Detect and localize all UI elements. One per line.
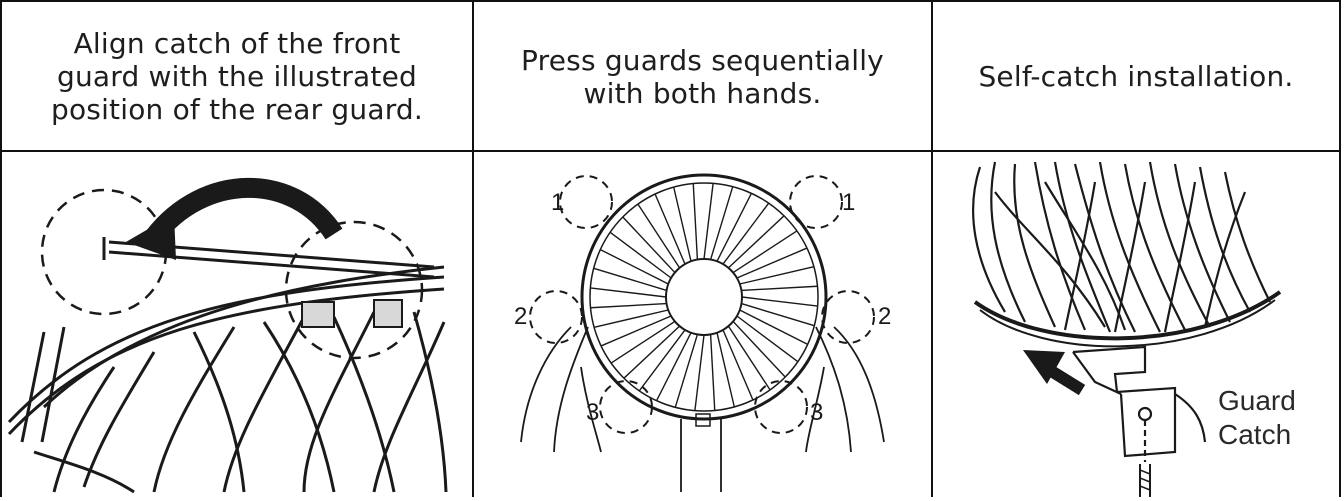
step-number-3-left: 3	[586, 399, 599, 426]
guard-spoke	[593, 267, 667, 292]
guard-spoke	[694, 334, 705, 411]
header-cell-self-catch: Self-catch installation.	[978, 60, 1294, 93]
header-cell-align-catch: Align catch of the front guard with the …	[50, 27, 423, 126]
step-number-2-right: 2	[878, 303, 891, 330]
column-divider-1	[472, 0, 474, 497]
guard-spoke	[674, 334, 699, 408]
guard-press-drawing: 1 1 2 2 3 3	[514, 173, 891, 492]
guard-catch-label-line1: Guard	[1218, 385, 1296, 416]
guard-spoke	[622, 216, 676, 274]
guard-spoke	[600, 315, 672, 347]
guard-spoke	[722, 202, 770, 265]
header-divider	[0, 150, 1341, 152]
guard-spoke	[637, 203, 681, 269]
guard-spoke	[638, 329, 686, 392]
guard-spoke	[736, 247, 808, 279]
guard-spoke	[716, 332, 735, 408]
guard-spoke	[727, 325, 771, 391]
step-number-3-right: 3	[810, 399, 823, 426]
guard-spoke	[741, 296, 818, 307]
guard-catch-drawing: Guard Catch	[972, 161, 1296, 497]
guard-spoke	[655, 332, 692, 401]
guard-spoke	[673, 186, 692, 262]
guard-spoke	[732, 230, 798, 274]
guard-spoke	[590, 302, 667, 309]
guard-spoke	[623, 325, 681, 379]
guard-spoke	[739, 309, 808, 346]
step-number-1-left: 1	[551, 189, 564, 216]
guard-spoke	[739, 266, 815, 285]
guard-spoke	[654, 193, 686, 265]
guard-spoke	[593, 309, 669, 328]
guard-spoke	[609, 231, 672, 279]
table-border-right	[1339, 0, 1341, 497]
guard-spoke	[709, 334, 716, 411]
guard-spoke	[732, 320, 786, 378]
guard-spoke	[741, 302, 815, 327]
illustration-press-guards: 1 1 2 2 3 3	[476, 152, 929, 497]
illustration-front-guard-alignment	[4, 152, 470, 497]
header-cell-press-guards: Press guards sequentially with both hand…	[521, 43, 884, 110]
guard-spoke	[716, 193, 753, 262]
table-border-left	[0, 0, 2, 497]
guard-spoke	[741, 285, 818, 292]
guard-spoke	[709, 186, 734, 260]
guard-spoke	[590, 287, 667, 298]
guard-alignment-drawing	[7, 177, 448, 494]
step-number-1-right: 1	[842, 189, 855, 216]
guard-spoke	[736, 315, 799, 363]
step-number-2-left: 2	[514, 303, 527, 330]
guard-spoke	[703, 183, 714, 260]
guard-spoke	[692, 183, 699, 260]
table-border-top	[0, 0, 1341, 2]
guard-spoke	[727, 215, 785, 269]
guard-spoke	[600, 248, 669, 285]
column-divider-2	[931, 0, 933, 497]
guard-catch-label-line2: Catch	[1218, 419, 1291, 450]
illustration-self-catch: Guard Catch	[935, 152, 1337, 497]
guard-spoke	[610, 320, 676, 364]
guard-spoke	[722, 329, 754, 401]
